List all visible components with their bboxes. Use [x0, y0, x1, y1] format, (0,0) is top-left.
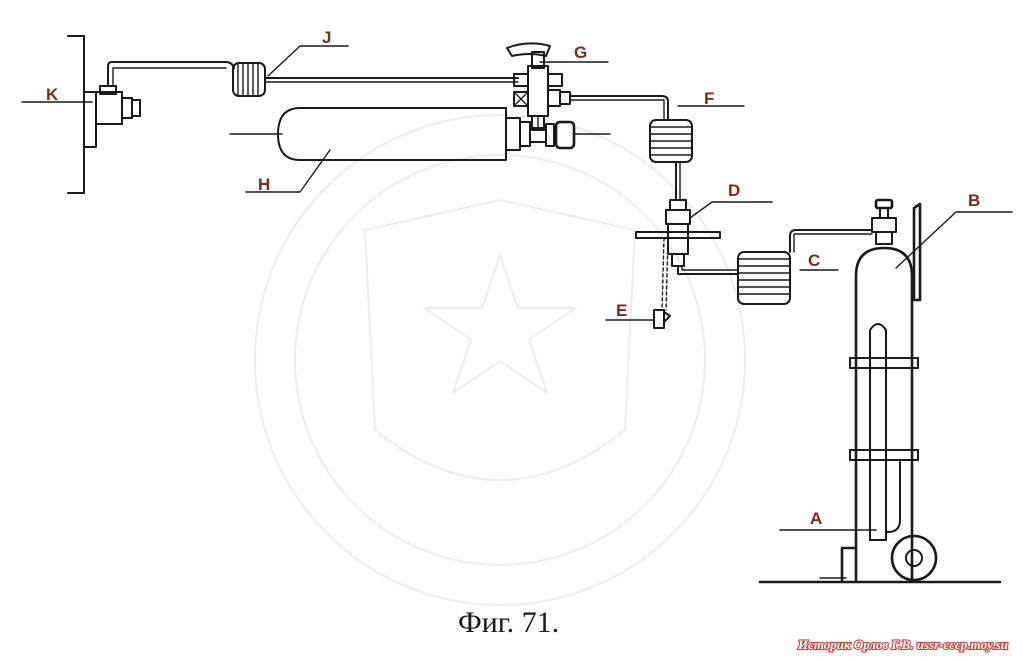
- leader-lines: [21, 45, 1013, 531]
- vertical-cylinder-b: [854, 198, 914, 582]
- watermark-emblem: [254, 114, 746, 606]
- source-credit: Историк Орлов Г.В. ussr-cccp.moy.su: [797, 637, 1008, 652]
- horizontal-cylinder-h: [229, 107, 611, 161]
- chain-hook-e: [653, 237, 671, 329]
- label-f: F: [704, 89, 714, 108]
- label-j: J: [322, 28, 331, 47]
- coil-c: [737, 229, 873, 305]
- label-b: B: [968, 191, 980, 210]
- label-k: K: [46, 85, 59, 104]
- coil-j: [232, 62, 519, 97]
- fitting-d: [635, 199, 739, 275]
- label-h: H: [258, 175, 270, 194]
- label-c: C: [808, 251, 820, 270]
- label-a: A: [810, 509, 822, 528]
- hand-truck-a: [758, 202, 1002, 584]
- label-d: D: [728, 181, 740, 200]
- label-e: E: [616, 301, 627, 320]
- label-g: G: [574, 43, 587, 62]
- coil-f: [569, 95, 693, 201]
- part-labels: K J G F H D B C E A: [46, 28, 980, 528]
- wall-bracket-k: [67, 35, 235, 194]
- figure-caption: Фиг. 71.: [458, 606, 559, 639]
